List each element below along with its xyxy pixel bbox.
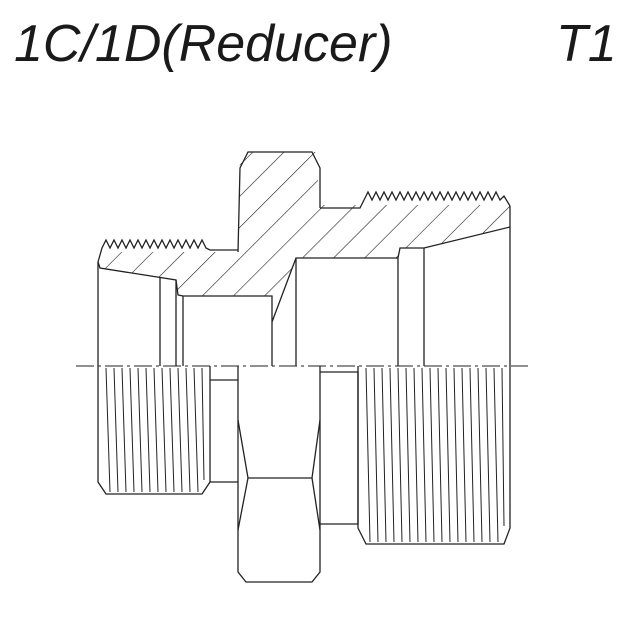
part-name-title: 1C/1D(Reducer) — [14, 15, 393, 73]
left-thread-lines — [105, 367, 205, 493]
hex-flat-lower — [237, 477, 321, 531]
inner-bore-outline — [97, 226, 511, 323]
hex-flat-upper — [237, 419, 321, 479]
right-neck — [320, 371, 359, 525]
hex-body-outline — [237, 366, 321, 583]
right-thread-profile — [320, 190, 511, 209]
left-thread-profile — [97, 238, 238, 263]
right-thread-lines — [365, 367, 505, 543]
external-view — [97, 366, 511, 583]
section-view — [97, 151, 511, 366]
right-thread-outline — [357, 366, 511, 545]
left-thread-outline — [97, 366, 211, 495]
part-code-label: T1 — [556, 15, 617, 73]
left-neck — [210, 379, 238, 483]
section-hatching — [100, 152, 510, 322]
hex-flange-outline — [237, 151, 321, 253]
